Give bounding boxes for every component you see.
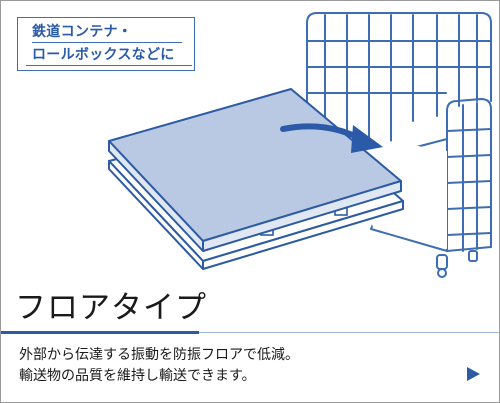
product-illustration: [1, 1, 499, 285]
usage-tag-line-2: ロールボックスなどに: [26, 45, 192, 66]
floor-pallet: [108, 88, 404, 270]
insert-arrow: [280, 123, 383, 153]
product-description: 外部から伝達する振動を防振フロアで低減。 輸送物の品質を維持し輸送できます。: [19, 345, 449, 387]
title-divider-line: [199, 332, 499, 333]
description-line-2: 輸送物の品質を維持し輸送できます。: [19, 368, 256, 384]
usage-tag-line-1: 鉄道コンテナ・: [32, 22, 182, 43]
description-line-1: 外部から伝達する振動を防振フロアで低減。: [19, 347, 299, 363]
title-divider: [1, 331, 499, 334]
title-divider-accent: [1, 331, 199, 334]
roll-box-cart: [306, 12, 492, 252]
next-arrow-button[interactable]: [464, 365, 482, 383]
triangle-right-icon: [467, 367, 480, 381]
cart-wheels: [436, 250, 478, 278]
usage-tag: 鉄道コンテナ・ ロールボックスなどに: [17, 17, 195, 71]
product-title: フロアタイプ: [15, 290, 207, 326]
